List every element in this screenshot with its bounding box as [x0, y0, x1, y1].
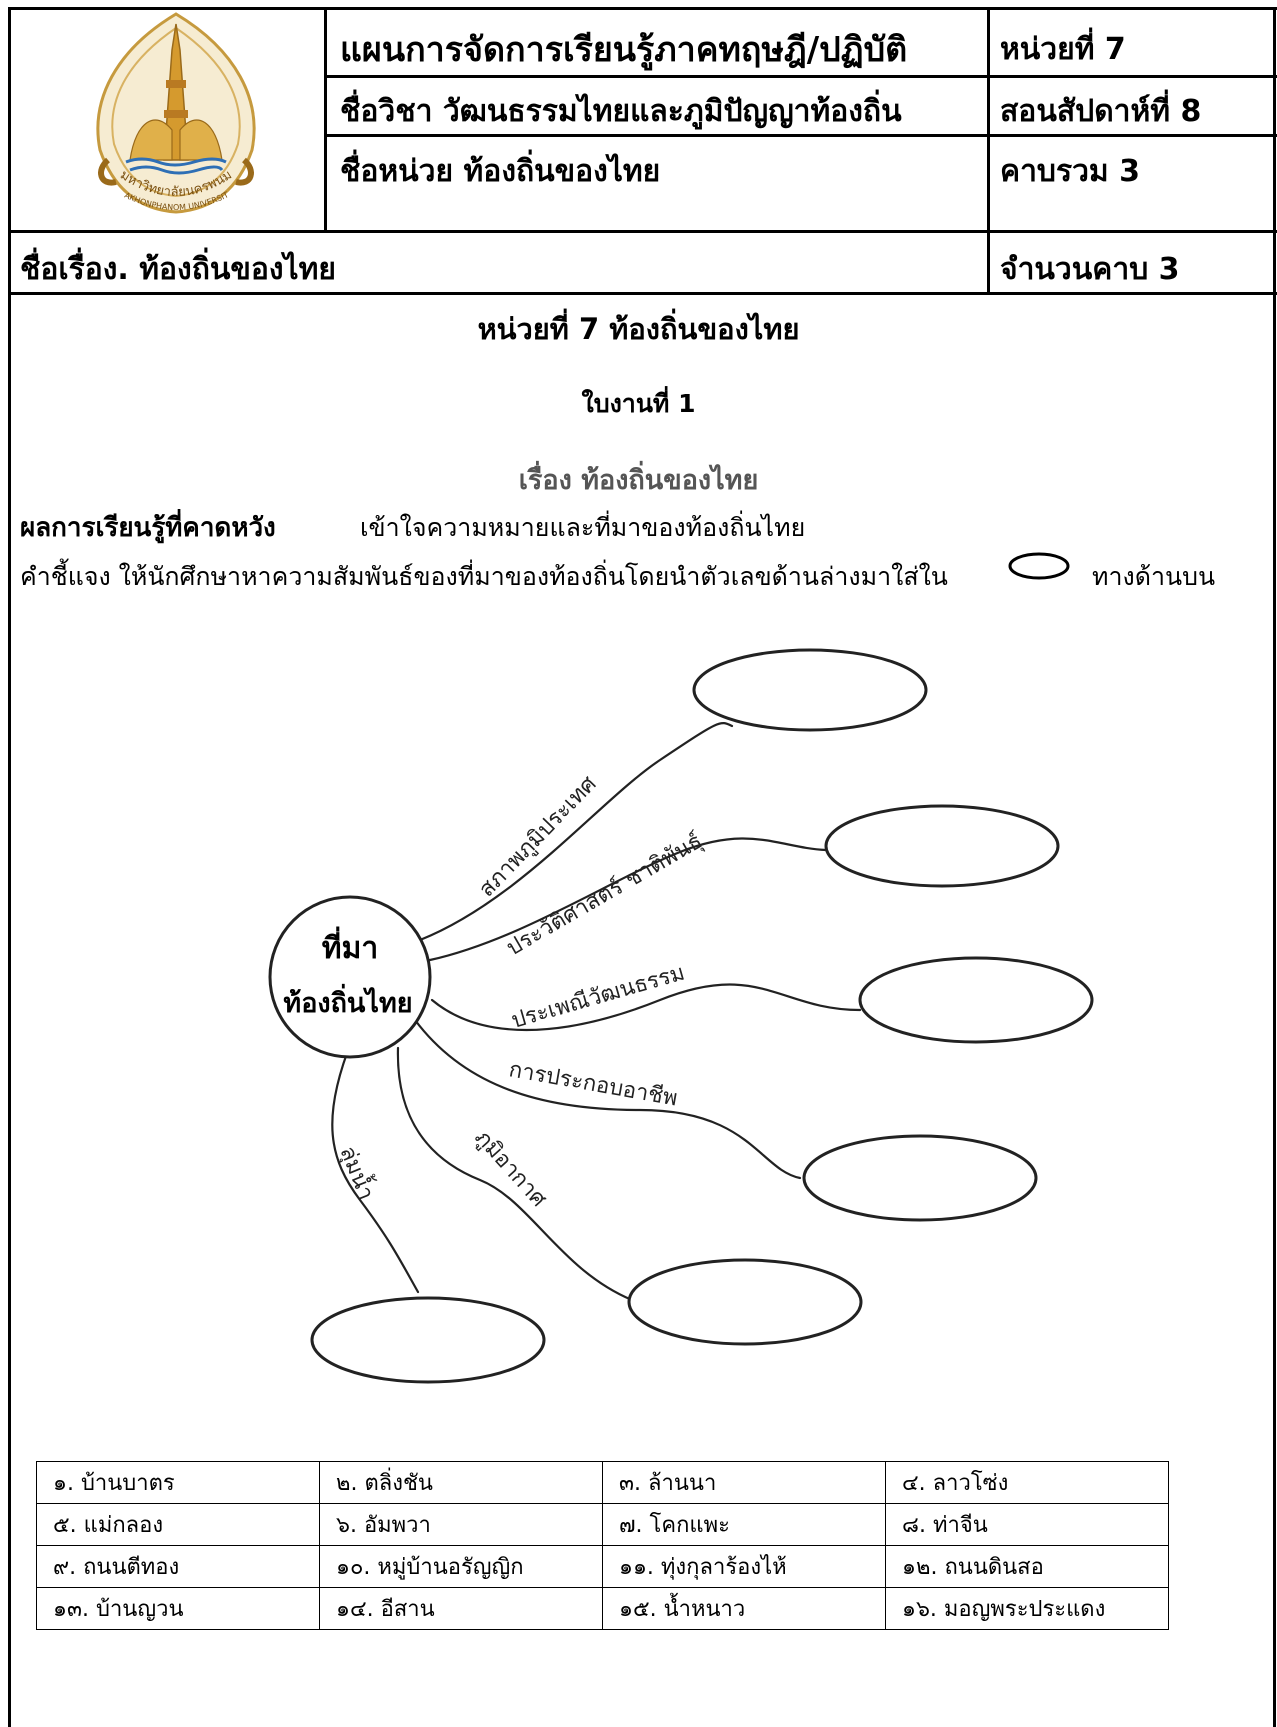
teaching-week: สอนสัปดาห์ที่ 8 [1000, 94, 1202, 129]
option-cell: ๑๖. มอญพระประแดง [885, 1587, 1169, 1630]
option-cell: ๖. อัมพวา [319, 1503, 603, 1546]
option-cell: ๘. ท่าจีน [885, 1503, 1169, 1546]
option-cell: ๑๕. น้ำหนาว [602, 1587, 886, 1630]
answer-oval-2[interactable] [824, 804, 1060, 888]
frame-left [8, 7, 11, 1727]
branch-label-terrain: สภาพภูมิประเทศ [474, 772, 601, 903]
answer-oval-3[interactable] [858, 956, 1094, 1044]
option-cell: ๒. ตลิ่งชัน [319, 1461, 603, 1504]
branch-label-tradition: ประเพณีวัฒนธรรม [509, 960, 688, 1033]
instruction-text: คำชี้แจง ให้นักศึกษาหาความสัมพันธ์ของที่… [20, 562, 948, 591]
header-col-divider-2 [987, 7, 990, 293]
option-cell: ๑. บ้านบาตร [36, 1461, 320, 1504]
university-logo: มหาวิทยาลัยนครพนม NAKHONPHANOM UNIVERSIT… [83, 3, 266, 222]
total-periods: คาบรวม 3 [1000, 154, 1141, 189]
header-row-line-2 [324, 134, 1277, 137]
option-cell: ๑๐. หมู่บ้านอรัญญิก [319, 1545, 603, 1588]
center-label-line1: ที่มา [322, 926, 378, 966]
plan-title: แผนการจัดการเรียนรู้ภาคทฤษฎี/ปฏิบัติ [340, 30, 908, 70]
option-cell: ๔. ลาวโซ่ง [885, 1461, 1169, 1504]
options-table: ๑. บ้านบาตร๒. ตลิ่งชัน๓. ล้านนา๔. ลาวโซ่… [36, 1461, 1169, 1630]
oval-symbol-icon [1006, 548, 1072, 584]
period-count: จำนวนคาบ 3 [1000, 252, 1180, 287]
option-cell: ๙. ถนนตีทอง [36, 1545, 320, 1588]
header-row-line-3 [8, 230, 1277, 233]
connector-occupation [413, 1018, 802, 1180]
worksheet-subject: เรื่อง ท้องถิ่นของไทย [518, 465, 759, 496]
connector-river [331, 1038, 420, 1294]
table-row: ๑๓. บ้านญวน๑๔. อีสาน๑๕. น้ำหนาว๑๖. มอญพร… [36, 1587, 1169, 1630]
option-cell: ๑๔. อีสาน [319, 1587, 603, 1630]
connector-climate [396, 1046, 634, 1302]
worksheet-number: ใบงานที่ 1 [581, 389, 696, 418]
option-cell: ๑๓. บ้านญวน [36, 1587, 320, 1630]
connector-terrain [418, 722, 734, 942]
center-node [268, 895, 432, 1059]
header-col-divider-1 [324, 7, 327, 231]
option-cell: ๑๑. ทุ่งกุลาร้องไห้ [602, 1545, 886, 1588]
option-cell: ๑๒. ถนนดินสอ [885, 1545, 1169, 1588]
connector-tradition [430, 983, 862, 1032]
frame-top [8, 7, 1277, 10]
table-row: ๕. แม่กลอง๖. อัมพวา๗. โคกแพะ๘. ท่าจีน [36, 1503, 1169, 1546]
connector-history [428, 837, 828, 962]
header-row-line-4 [8, 292, 1277, 295]
unit-name: ชื่อหน่วย ท้องถิ่นของไทย [340, 154, 661, 189]
subject-name: ชื่อวิชา วัฒนธรรมไทยและภูมิปัญญาท้องถิ่น [340, 94, 902, 129]
branch-label-occupation: การประกอบอาชีพ [507, 1057, 679, 1111]
frame-right [1273, 7, 1276, 1727]
topic-name: ชื่อเรื่อง. ท้องถิ่นของไทย [20, 252, 336, 287]
option-cell: ๗. โคกแพะ [602, 1503, 886, 1546]
unit-heading: หน่วยที่ 7 ท้องถิ่นของไทย [477, 312, 800, 346]
answer-oval-6[interactable] [310, 1296, 546, 1384]
option-cell: ๕. แม่กลอง [36, 1503, 320, 1546]
option-cell: ๓. ล้านนา [602, 1461, 886, 1504]
table-row: ๑. บ้านบาตร๒. ตลิ่งชัน๓. ล้านนา๔. ลาวโซ่… [36, 1461, 1169, 1504]
center-label-line2: ท้องถิ่นไทย [283, 983, 412, 1019]
unit-number: หน่วยที่ 7 [1000, 32, 1126, 67]
university-seal-icon: มหาวิทยาลัยนครพนม NAKHONPHANOM UNIVERSIT… [83, 3, 256, 214]
header-row-line-1 [324, 75, 1277, 78]
branch-label-river: ลุ่มน้ำ [334, 1141, 382, 1203]
answer-oval-4[interactable] [802, 1134, 1038, 1222]
instruction-text-end: ทางด้านบน [1092, 562, 1216, 591]
expected-outcome-text: เข้าใจความหมายและที่มาของท้องถิ่นไทย [360, 513, 806, 542]
answer-oval-5[interactable] [627, 1258, 863, 1346]
table-row: ๙. ถนนตีทอง๑๐. หมู่บ้านอรัญญิก๑๑. ทุ่งกุ… [36, 1545, 1169, 1588]
expected-outcome-label: ผลการเรียนรู้ที่คาดหวัง [20, 513, 276, 543]
answer-oval-1[interactable] [692, 648, 928, 732]
